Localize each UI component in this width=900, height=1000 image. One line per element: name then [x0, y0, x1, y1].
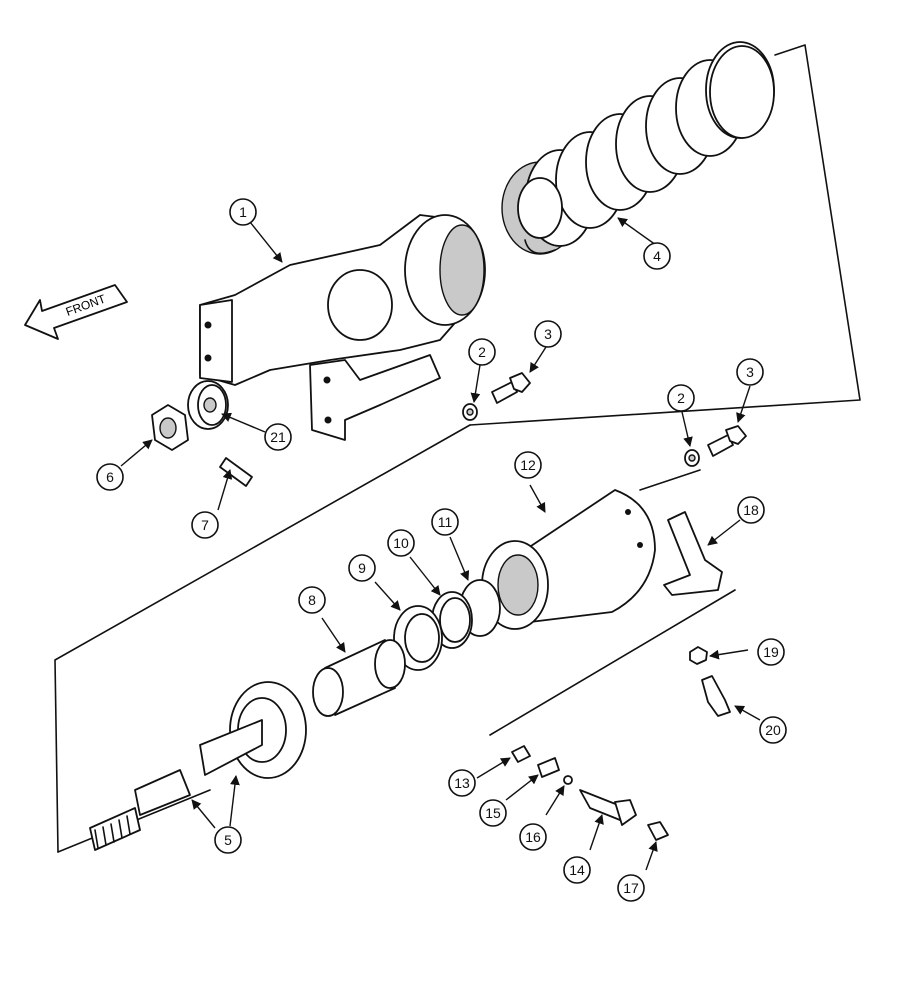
callout-13: 13	[448, 769, 476, 797]
svg-text:19: 19	[763, 644, 779, 660]
callout-12: 12	[514, 451, 542, 479]
callout-18: 18	[737, 496, 765, 524]
nut-part-19	[689, 646, 708, 665]
grease-fitting-part-17	[647, 821, 669, 841]
rod-part-5	[89, 681, 307, 851]
svg-text:18: 18	[743, 502, 759, 518]
svg-text:3: 3	[544, 326, 552, 342]
callout-3-right: 3	[736, 358, 764, 386]
callout-10: 10	[387, 529, 415, 557]
callout-2-left: 2	[468, 338, 496, 366]
callout-1: 1	[229, 198, 257, 226]
svg-text:8: 8	[308, 592, 316, 608]
washer-part-2-left	[462, 403, 478, 421]
castle-nut-part-6	[151, 404, 189, 451]
callout-21: 21	[264, 423, 292, 451]
svg-text:5: 5	[224, 832, 232, 848]
callout-3-left: 3	[534, 320, 562, 348]
svg-text:10: 10	[393, 535, 409, 551]
callout-8: 8	[298, 586, 326, 614]
spring-part-4	[501, 41, 775, 255]
cylinder-part-12	[481, 489, 656, 630]
ball-part-16	[563, 775, 573, 785]
callout-14: 14	[563, 856, 591, 884]
svg-text:6: 6	[106, 469, 114, 485]
svg-text:17: 17	[623, 880, 639, 896]
callout-6: 6	[96, 463, 124, 491]
svg-text:1: 1	[239, 204, 247, 220]
leader-lines	[120, 217, 761, 871]
svg-text:12: 12	[520, 457, 536, 473]
svg-text:7: 7	[201, 517, 209, 533]
ring-part-10	[431, 591, 473, 649]
svg-text:15: 15	[485, 805, 501, 821]
callout-16: 16	[519, 823, 547, 851]
callout-19: 19	[757, 638, 785, 666]
svg-text:2: 2	[677, 390, 685, 406]
svg-text:4: 4	[653, 248, 661, 264]
svg-text:20: 20	[765, 722, 781, 738]
front-direction-arrow: FRONT	[24, 284, 128, 340]
seal-part-9	[393, 605, 443, 671]
fitting-part-13	[511, 745, 531, 763]
callout-5: 5	[214, 826, 242, 854]
valve-part-14	[579, 789, 637, 826]
spring-part-15	[537, 757, 560, 778]
piston-part-8	[312, 639, 406, 717]
callout-2-right: 2	[667, 384, 695, 412]
elbow-fitting-part-20	[701, 675, 731, 717]
yoke-part-1	[199, 214, 486, 441]
svg-text:11: 11	[438, 514, 453, 530]
callout-15: 15	[479, 799, 507, 827]
svg-text:2: 2	[478, 344, 486, 360]
callout-20: 20	[759, 716, 787, 744]
callout-11: 11	[431, 508, 459, 536]
bracket-part-18	[663, 511, 723, 596]
svg-text:3: 3	[746, 364, 754, 380]
svg-text:16: 16	[525, 829, 541, 845]
callout-7: 7	[191, 511, 219, 539]
bolt-part-3-right	[707, 425, 747, 457]
svg-text:14: 14	[569, 862, 585, 878]
cotter-pin-part-7	[219, 457, 253, 487]
callout-17: 17	[617, 874, 645, 902]
svg-text:21: 21	[270, 429, 286, 445]
washer-part-21	[187, 380, 229, 430]
callout-9: 9	[348, 554, 376, 582]
svg-text:9: 9	[358, 560, 366, 576]
washer-part-2-right	[684, 449, 700, 467]
svg-text:13: 13	[454, 775, 470, 791]
assembly-frame-lines	[54, 44, 861, 853]
bolt-part-3-left	[491, 372, 531, 404]
callout-4: 4	[643, 242, 671, 270]
